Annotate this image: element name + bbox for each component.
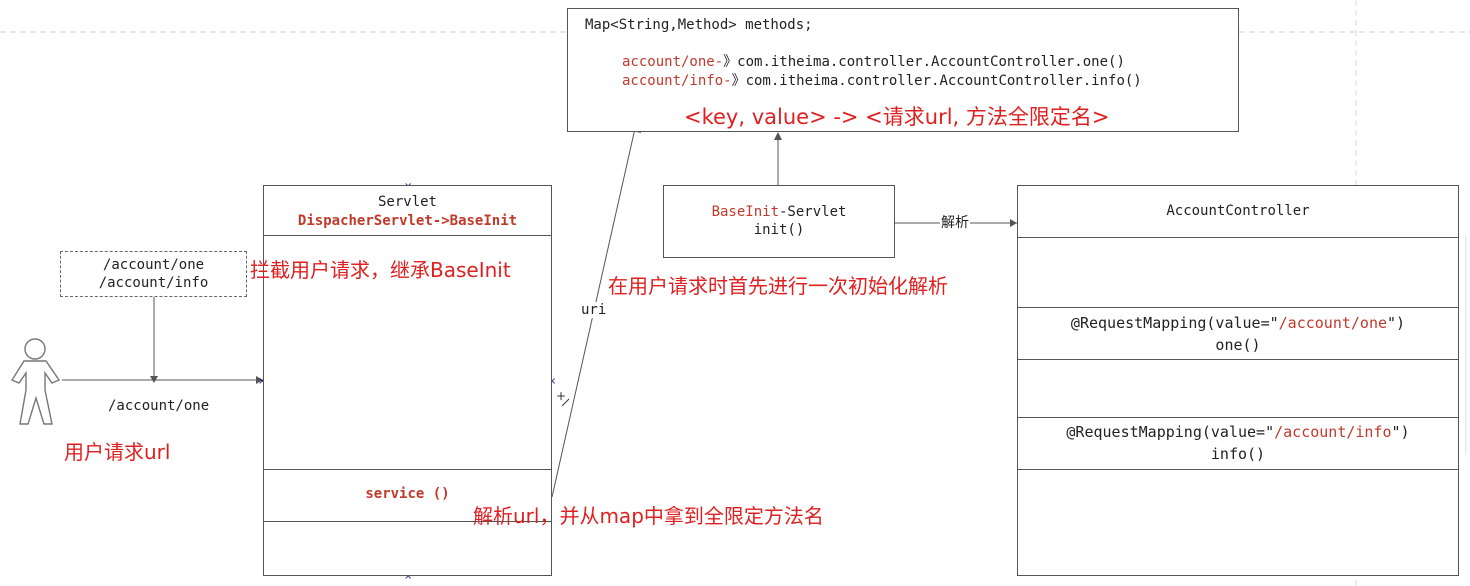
intercept-annotation: 拦截用户请求，继承BaseInit bbox=[250, 258, 511, 282]
map-entry-arrow: 》 bbox=[723, 54, 738, 70]
mapping-prefix: @RequestMapping(value=" bbox=[1070, 314, 1279, 332]
marker-x: × bbox=[404, 571, 412, 582]
baseinit-init-method: init() bbox=[753, 222, 805, 238]
map-entry-value: com.itheima.controller.AccountController… bbox=[745, 73, 1142, 89]
url-note-line1: /account/one bbox=[102, 257, 205, 273]
map-entry-value: com.itheima.controller.AccountController… bbox=[737, 54, 1125, 70]
mapping-info-annotation: @RequestMapping(value="/account/info") bbox=[1018, 423, 1458, 441]
mapping-one-annotation: @RequestMapping(value="/account/one") bbox=[1018, 314, 1458, 332]
servlet-divider bbox=[264, 469, 551, 470]
baseinit-title: BaseInit-Servlet bbox=[664, 204, 894, 220]
method-map-box: Map<String,Method> methods; account/one-… bbox=[567, 8, 1239, 132]
parse-url-annotation: 解析url，并从map中拿到全限定方法名 bbox=[473, 504, 824, 528]
init-parse-annotation: 在用户请求时首先进行一次初始化解析 bbox=[608, 274, 948, 298]
url-note: /account/one /account/info bbox=[60, 251, 247, 297]
controller-divider bbox=[1018, 307, 1458, 308]
request-path-label: /account/one bbox=[108, 398, 210, 414]
map-key-value-note: <key, value> -> <请求url, 方法全限定名> bbox=[684, 105, 1110, 129]
controller-divider bbox=[1018, 469, 1458, 470]
controller-divider bbox=[1018, 237, 1458, 238]
baseinit-suffix: -Servlet bbox=[779, 204, 847, 220]
init-up-arrowhead bbox=[774, 132, 782, 140]
servlet-service-method: service () bbox=[365, 486, 450, 502]
user-actor-icon bbox=[10, 338, 61, 425]
map-declaration: Map<String,Method> methods; bbox=[585, 17, 813, 33]
mapping-prefix: @RequestMapping(value=" bbox=[1066, 423, 1275, 441]
controller-title: AccountController bbox=[1166, 203, 1310, 219]
mapping-path: /account/info bbox=[1274, 423, 1392, 441]
user-request-annotation: 用户请求url bbox=[64, 440, 171, 464]
marker-x: × bbox=[258, 376, 266, 387]
map-entry-info: account/info-》com.itheima.controller.Acc… bbox=[622, 70, 1142, 90]
baseinit-box: BaseInit-Servlet init() bbox=[663, 185, 895, 258]
marker-plus: + bbox=[556, 389, 566, 403]
parse-arrowhead bbox=[1010, 219, 1017, 227]
request-arrowhead bbox=[256, 376, 263, 384]
marker-slash bbox=[561, 398, 570, 407]
marker-x: × bbox=[548, 376, 556, 387]
servlet-box: Servlet DispacherServlet->BaseInit servi… bbox=[263, 185, 552, 576]
servlet-title: Servlet bbox=[377, 194, 437, 210]
mapping-path: /account/one bbox=[1278, 314, 1388, 332]
servlet-divider bbox=[264, 521, 551, 522]
mapping-suffix: ") bbox=[1387, 314, 1406, 332]
method-info: info() bbox=[1210, 445, 1266, 463]
controller-divider bbox=[1018, 359, 1458, 360]
url-note-line2: /account/info bbox=[98, 275, 209, 291]
uri-label: uri bbox=[580, 302, 608, 318]
account-controller-box: AccountController @RequestMapping(value=… bbox=[1017, 185, 1459, 576]
mapping-suffix: ") bbox=[1391, 423, 1410, 441]
parse-label: 解析 bbox=[940, 212, 970, 232]
map-entry-key: account/one- bbox=[622, 54, 724, 70]
map-entry-one: account/one-》com.itheima.controller.Acco… bbox=[622, 51, 1125, 71]
map-entry-key: account/info- bbox=[622, 73, 732, 89]
method-one: one() bbox=[1215, 336, 1261, 354]
controller-divider bbox=[1018, 417, 1458, 418]
servlet-subtitle: DispacherServlet->BaseInit bbox=[297, 213, 518, 229]
baseinit-name: BaseInit bbox=[711, 204, 779, 220]
map-entry-arrow: 》 bbox=[731, 73, 746, 89]
servlet-divider bbox=[264, 235, 551, 236]
